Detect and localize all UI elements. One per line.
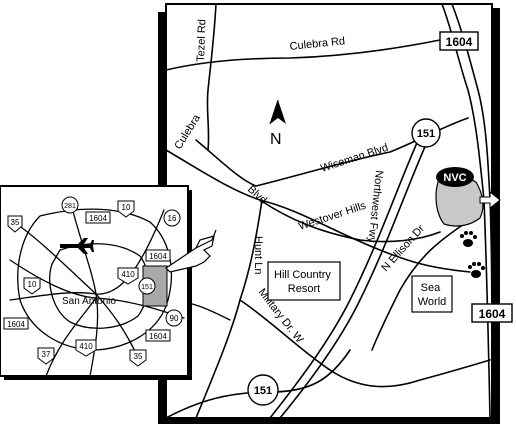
north-arrow: N: [269, 99, 286, 148]
shield-1604-right: 1604: [471, 303, 513, 323]
inset-37: [45, 297, 97, 377]
label-hunt-ln: Hunt Ln: [252, 236, 264, 275]
inset-shield-10-n-label: 10: [122, 203, 131, 212]
inset-shield-90-label: 90: [170, 314, 179, 323]
label-tezel: Tezel Rd: [195, 19, 208, 62]
inset-shield-1604-s-label: 1604: [149, 332, 167, 341]
shield-151-bottom: 151: [247, 374, 279, 406]
road-tezel: [206, 3, 217, 151]
inset-shield-35-s-label: 35: [134, 352, 143, 361]
road-westover: [259, 199, 441, 243]
inset-shield-35-s: 35: [129, 349, 147, 367]
inset-shield-90: 90: [165, 309, 183, 327]
inset-shield-1604-n-label: 1604: [89, 214, 107, 223]
inset-shield-1604-e: 1604: [145, 249, 171, 262]
inset-shield-16-label: 16: [168, 214, 177, 223]
inset-map: San Antonio 35 281 1604 10 16 1604 410: [0, 185, 217, 380]
inset-shield-281: 281: [61, 196, 79, 214]
inset-shield-10-w-label: 10: [28, 280, 37, 289]
paw-print-icon: [460, 231, 477, 247]
inset-shield-151-label: 151: [141, 284, 153, 291]
inset-shield-10-n: 10: [117, 200, 135, 218]
inset-loop-410: [49, 243, 149, 329]
shield-1604-top-label: 1604: [446, 35, 473, 49]
airport-icon: [60, 238, 94, 254]
inset-shield-410-n-label: 410: [121, 270, 135, 279]
place-hill-country-resort: Hill Country Resort: [267, 261, 341, 301]
pointing-hand-icon: [165, 229, 217, 273]
destination-badge: NVC: [436, 167, 474, 187]
inset-shield-35-nw: 35: [7, 215, 23, 233]
road-northwest-fwy-edge: [279, 139, 429, 419]
place-sea-world: Sea World: [411, 275, 453, 313]
inset-shield-1604-s: 1604: [145, 329, 171, 342]
destination-badge-label: NVC: [443, 172, 466, 184]
inset-shield-410-n: 410: [117, 267, 139, 285]
label-culebra-rd: Culebra Rd: [289, 35, 346, 53]
inset-shield-1604-e-label: 1604: [149, 252, 167, 261]
entrance-arrow-icon: [479, 190, 501, 210]
hill-country-resort-label: Hill Country Resort: [274, 269, 334, 295]
inset-shield-151: 151: [138, 277, 156, 295]
main-map: Tezel Rd Culebra Rd Culebra Wiseman Blvd…: [158, 3, 513, 424]
inset-shield-410-s: 410: [75, 339, 97, 357]
inset-shield-16: 16: [163, 209, 181, 227]
inset-city-label: San Antonio: [62, 296, 116, 307]
inset-shield-1604-w: 1604: [3, 317, 29, 330]
shield-1604-top: 1604: [439, 31, 479, 51]
inset-shield-35-nw-label: 35: [11, 218, 20, 227]
shield-151-top-label: 151: [417, 128, 435, 140]
road-northwest-fwy: [269, 135, 421, 419]
inset-loop-1604: [17, 208, 173, 351]
road-culebra-rd: [165, 39, 441, 71]
inset-shield-37: 37: [37, 347, 55, 365]
road-n-ellison: [371, 219, 471, 351]
road-culebra: [165, 149, 471, 273]
shield-1604-right-label: 1604: [479, 307, 506, 321]
inset-shield-37-label: 37: [42, 350, 51, 359]
inset-shield-10-w: 10: [23, 277, 41, 295]
north-arrow-label: N: [270, 131, 282, 148]
shield-151-top: 151: [411, 118, 441, 148]
shield-151-bottom-label: 151: [254, 385, 272, 397]
inset-shield-410-s-label: 410: [79, 342, 93, 351]
inset-shield-1604-w-label: 1604: [7, 320, 25, 329]
north-arrow-icon: [270, 100, 286, 124]
inset-shield-1604-n: 1604: [85, 211, 111, 224]
sea-world-label: Sea World: [418, 282, 447, 308]
paw-print-icon-2: [468, 262, 485, 278]
road-military: [239, 299, 491, 388]
inset-shield-281-label: 281: [64, 203, 76, 210]
